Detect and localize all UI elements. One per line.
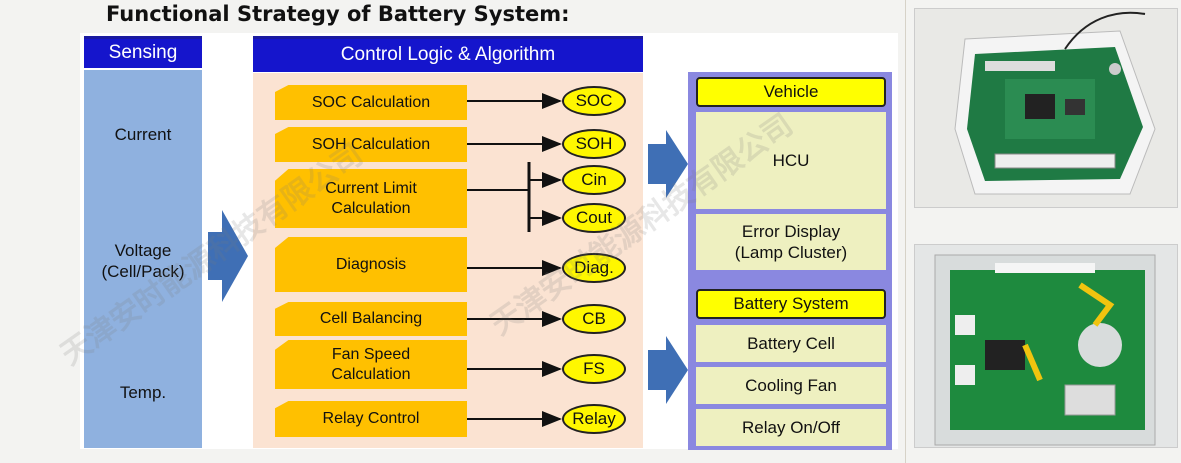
sensing-column: [84, 70, 202, 448]
sensing-item-temp: Temp.: [119, 383, 167, 402]
sensing-item-voltage: Voltage (Cell/Pack): [101, 241, 185, 281]
divider: [905, 0, 906, 463]
bms-board-photo-bottom: [914, 244, 1178, 448]
block-fan-speed: Fan Speed Calculation: [275, 340, 467, 389]
output-cb: CB: [562, 304, 626, 334]
output-cin: Cin: [562, 165, 626, 195]
battery-item-relay: Relay On/Off: [696, 409, 886, 446]
block-soh-calculation: SOH Calculation: [275, 127, 467, 162]
block-soc-calculation: SOC Calculation: [275, 85, 467, 120]
output-fs: FS: [562, 354, 626, 384]
block-cell-balancing: Cell Balancing: [275, 302, 467, 336]
output-diag: Diag.: [562, 253, 626, 283]
arrow-sensing-to-logic: [208, 210, 248, 302]
vehicle-item-error-display: Error Display (Lamp Cluster): [696, 214, 886, 270]
vehicle-header: Vehicle: [696, 77, 886, 107]
output-cout: Cout: [562, 203, 626, 233]
control-header: Control Logic & Algorithm: [253, 36, 643, 72]
block-current-limit: Current Limit Calculation: [275, 169, 467, 228]
sensing-item-current: Current: [114, 125, 172, 144]
arrow-logic-to-battery: [648, 336, 688, 404]
output-soh: SOH: [562, 129, 626, 159]
output-soc: SOC: [562, 86, 626, 116]
battery-item-cell: Battery Cell: [696, 325, 886, 362]
sensing-header: Sensing: [84, 36, 202, 68]
output-relay: Relay: [562, 404, 626, 434]
vehicle-item-hcu: HCU: [696, 112, 886, 209]
arrow-logic-to-vehicle: [648, 130, 688, 198]
page-title: Functional Strategy of Battery System:: [106, 2, 570, 26]
battery-item-cooling-fan: Cooling Fan: [696, 367, 886, 404]
battery-system-header: Battery System: [696, 289, 886, 319]
block-relay-control: Relay Control: [275, 401, 467, 437]
block-diagnosis: Diagnosis: [275, 237, 467, 292]
bms-board-photo-top: [914, 8, 1178, 208]
